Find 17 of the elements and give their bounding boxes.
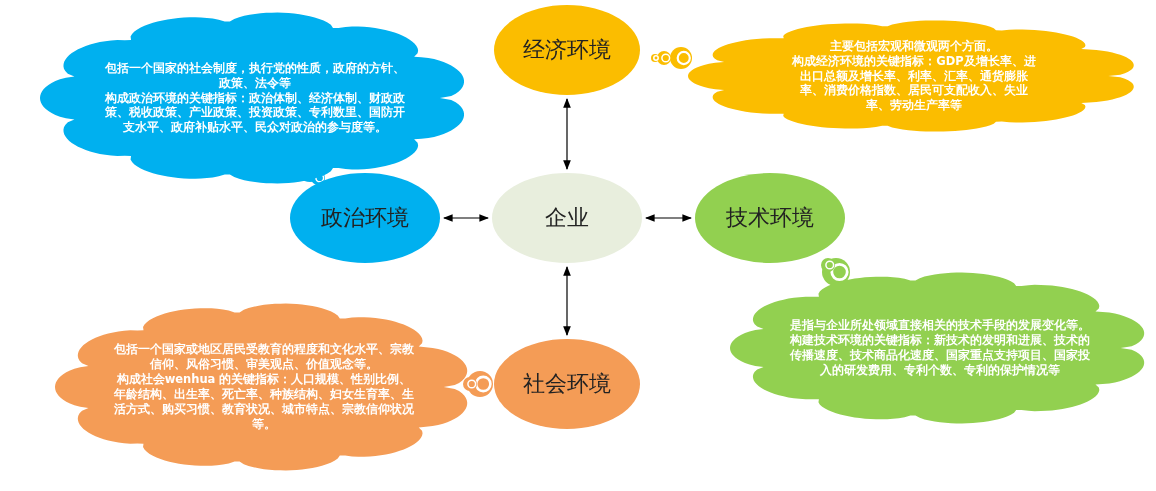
description-text: 构成经济环境的关键指标：GDP及增长率、进出口总额及增长率、利率、汇率、通货膨胀率、消费价格指数、居民可支配收入、失业率、劳动生产率等 xyxy=(791,53,1037,114)
double-arrow xyxy=(563,98,571,170)
node-label: 技术环境 xyxy=(726,204,814,232)
description-text: 主要包括宏观和微观两个方面。 xyxy=(829,38,999,54)
node-label: 政治环境 xyxy=(321,204,409,232)
node-label: 企业 xyxy=(545,204,589,232)
node-label: 经济环境 xyxy=(523,36,611,64)
description-text: 构成政治环境的关键指标：政治体制、经济体制、财政政策、税收政策、产业政策、投资政策、专利数里、国防开支水平、政府补贴水平、民众对政治的参与度等。 xyxy=(105,90,405,136)
node-label: 社会环境 xyxy=(523,370,611,398)
description-text: 包括一个国家或地区居民受教育的程度和文化水平、宗教信仰、风俗习惯、审美观点、价值观念等。 xyxy=(114,342,414,372)
description-text: 构成社会wenhua 的关键指标：人口规模、性别比例、年龄结构、出生率、死亡率、种族结构、妇女生育率、生活方式、购买习惯、教育状况、城市特点、宗教信仰状况等。 xyxy=(114,372,414,432)
double-arrow xyxy=(563,266,571,336)
double-arrow xyxy=(443,214,489,222)
description-text: 是指与企业所处领域直接相关的技术手段的发展变化等。 xyxy=(790,318,1090,333)
double-arrow xyxy=(645,214,692,222)
description-text: 构建技术环境的关键指标：新技术的发明和进展、技术的传播速度、技术商品化速度、国家重点支持项目、国家投入的研发费用、专利个数、专利的保护情况等 xyxy=(790,333,1090,378)
description-text: 包括一个国家的社会制度，执行党的性质，政府的方针、政策、法令等 xyxy=(105,60,405,91)
